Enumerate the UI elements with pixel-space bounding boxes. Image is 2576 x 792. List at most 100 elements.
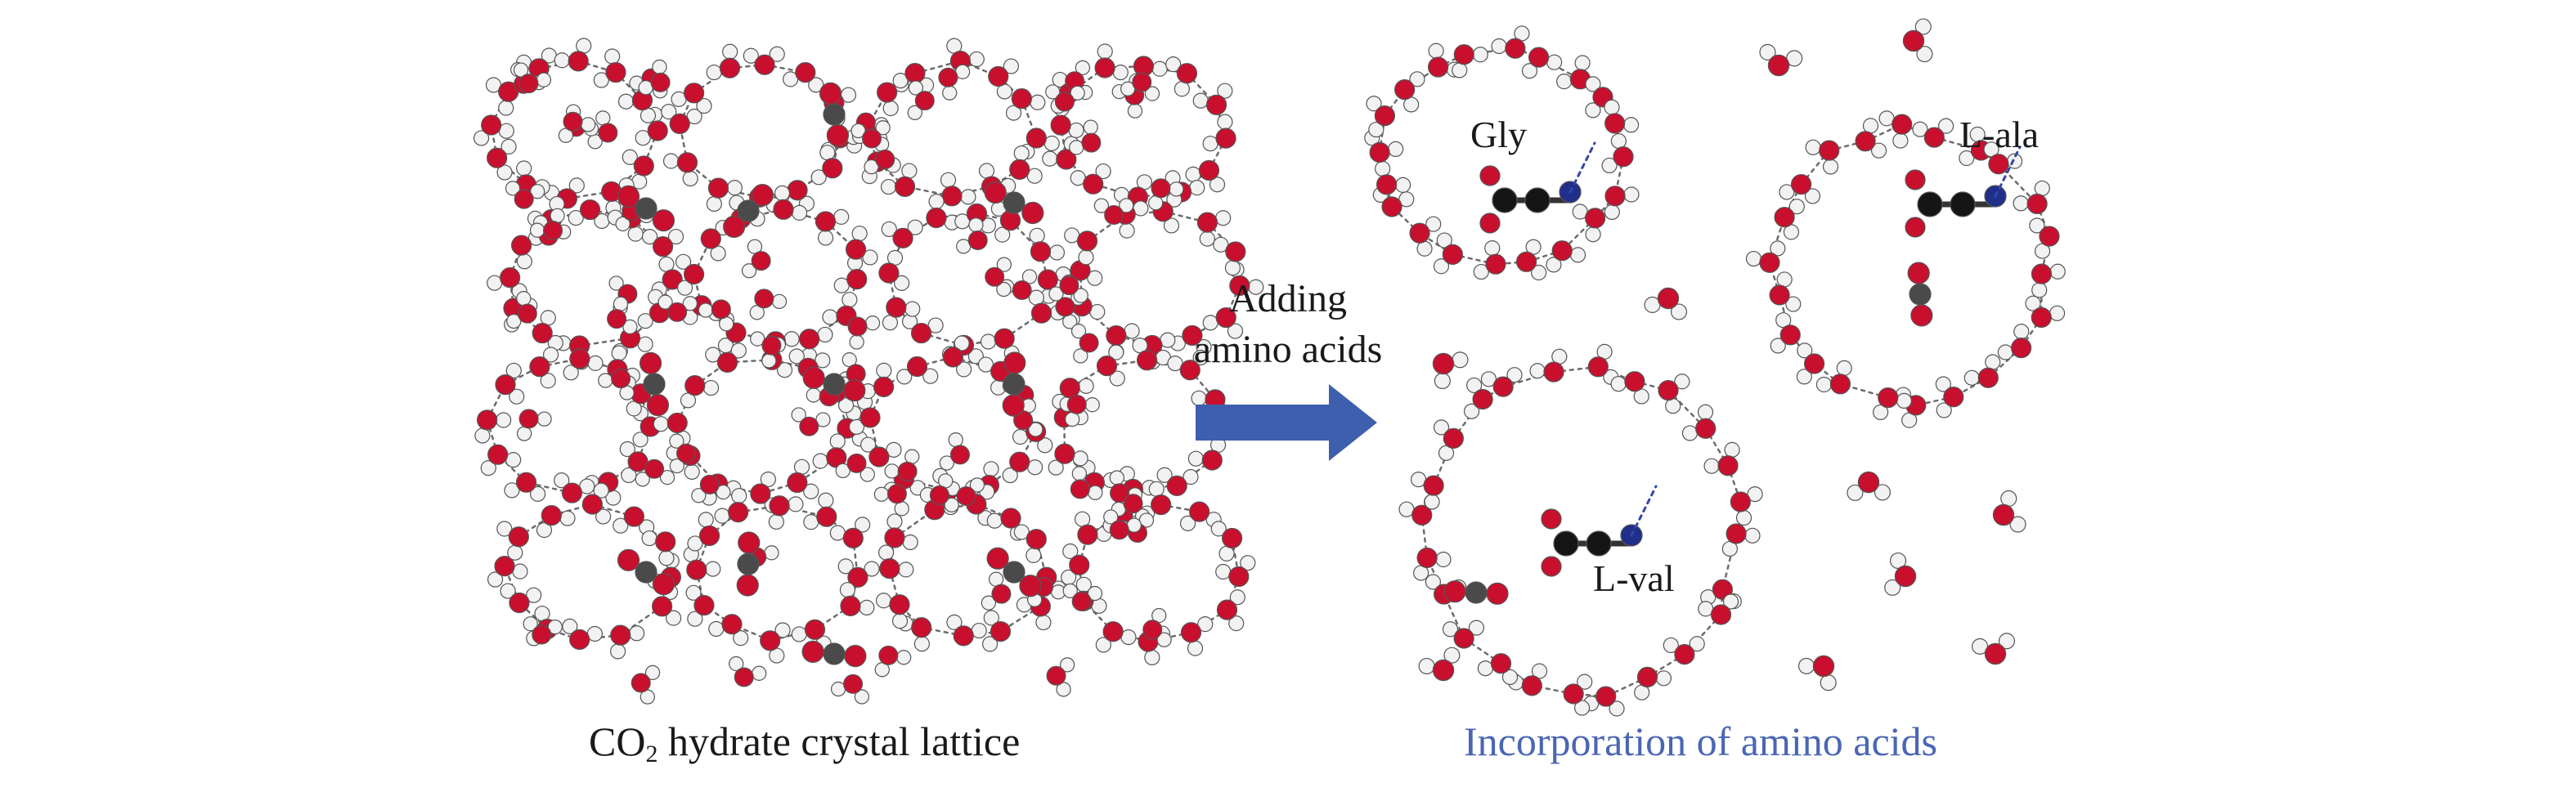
left-caption-subscript: 2 [645,741,658,767]
hydrogen-atom [829,433,846,450]
oxygen-atom [1492,376,1514,397]
hydrogen-atom [1936,402,1952,418]
hydrogen-atom [1797,342,1813,359]
oxygen-atom [1515,251,1537,272]
hydrogen-atom [1836,360,1852,376]
hydrogen-atom [1472,47,1488,63]
oxygen-atom [568,51,589,72]
hydrogen-atom [487,571,504,588]
oxygen-atom [716,351,738,373]
hydrogen-atom [550,208,565,223]
oxygen-atom [517,303,537,324]
hydrogen-atom [864,315,881,331]
oxygen-atom [1102,621,1124,642]
oxygen-atom [667,302,688,322]
hydrogen-atom [1912,121,1928,137]
oxygen-atom [1394,79,1416,101]
hydrogen-bond [695,568,706,606]
oxygen-atom [1205,94,1227,115]
oxygen-atom [1541,508,1562,530]
oxygen-atom [862,128,882,149]
hydrogen-atom [622,149,638,165]
hydrogen-atom [1473,263,1489,280]
hydrogen-atom [687,611,703,627]
hydrogen-atom [1191,390,1207,406]
hydrogen-atom [1217,83,1233,99]
left-caption: CO2 hydrate crystal lattice [589,718,1020,768]
oxygen-atom [1977,367,1999,388]
hydrogen-atom [1070,85,1085,101]
oxygen-atom [1604,186,1626,207]
hydrogen-bond [876,160,906,188]
hydrogen-atom [839,582,856,598]
hydrogen-atom [907,219,923,235]
oxygen-atom [1984,642,2007,665]
hydrogen-atom [1815,376,1833,393]
hydrogen-bond [770,359,810,369]
hydrogen-atom [891,613,909,629]
oxygen-atom [802,366,825,389]
hydrogen-atom [1097,43,1113,60]
oxygen-atom [514,189,534,209]
hydrogen-atom [1574,55,1591,71]
hydrogen-atom [1959,150,1975,167]
hydrogen-atom [658,550,675,566]
hydrogen-atom [682,170,698,187]
oxygen-atom [666,412,688,434]
hydrogen-bond [1568,141,1596,194]
oxygen-atom [728,502,749,523]
oxygen-atom [1011,88,1032,110]
hydrogen-bond [1059,123,1068,161]
hydrogen-atom [1160,332,1176,348]
hydrogen-atom [1179,515,1196,531]
hydrogen-atom [1240,555,1256,571]
hydrogen-atom [504,482,520,499]
oxygen-atom [859,407,881,428]
oxygen-atom [707,177,729,199]
hydrogen-atom [540,373,556,389]
oxygen-atom [897,461,918,481]
hydrogen-bond [1994,145,2022,198]
hydrogen-atom [2025,295,2041,311]
oxygen-atom [700,228,721,249]
oxygen-atom [846,269,868,290]
hydrogen-atom [818,492,834,508]
oxygen-atom [1369,141,1390,163]
oxygen-atom [650,72,671,92]
right-caption: Incorporation of amino acids [1464,718,1937,764]
hydrogen-atom [685,584,702,601]
hydrogen-atom [609,643,626,660]
oxygen-atom [819,82,842,105]
oxygen-atom [1992,503,2015,526]
oxygen-atom [698,525,720,547]
arrow-shape [1196,384,1377,461]
oxygen-atom [487,444,509,465]
oxygen-atom [1221,527,1243,549]
hydrogen-atom [536,72,552,87]
hydrogen-atom [968,51,985,68]
hydrogen-atom [983,610,999,626]
oxygen-atom [843,673,864,694]
hydrogen-atom [1156,632,1172,647]
hydrogen-bond [695,535,711,571]
oxygen-atom [801,640,824,664]
hydrogen-atom [1075,60,1091,76]
oxygen-atom [911,617,932,638]
oxygen-atom [1076,230,1098,252]
hydrogen-atom [1689,636,1705,652]
oxygen-atom [1857,471,1880,494]
oxygen-atom [760,630,781,651]
hydrogen-atom [1144,649,1160,666]
hydrogen-atom [716,484,731,500]
oxygen-atom [581,494,604,515]
amino-acid-clusters [1364,18,2066,717]
oxygen-atom [1166,475,1187,496]
hydrogen-atom [637,313,653,329]
hydrogen-atom [1585,226,1601,243]
oxygen-atom [1106,324,1127,347]
oxygen-atom [892,227,913,248]
hydrogen-atom [1744,527,1761,544]
hydrogen-atom [822,309,838,325]
hydrogen-atom [741,263,757,279]
oxygen-atom [761,335,782,356]
